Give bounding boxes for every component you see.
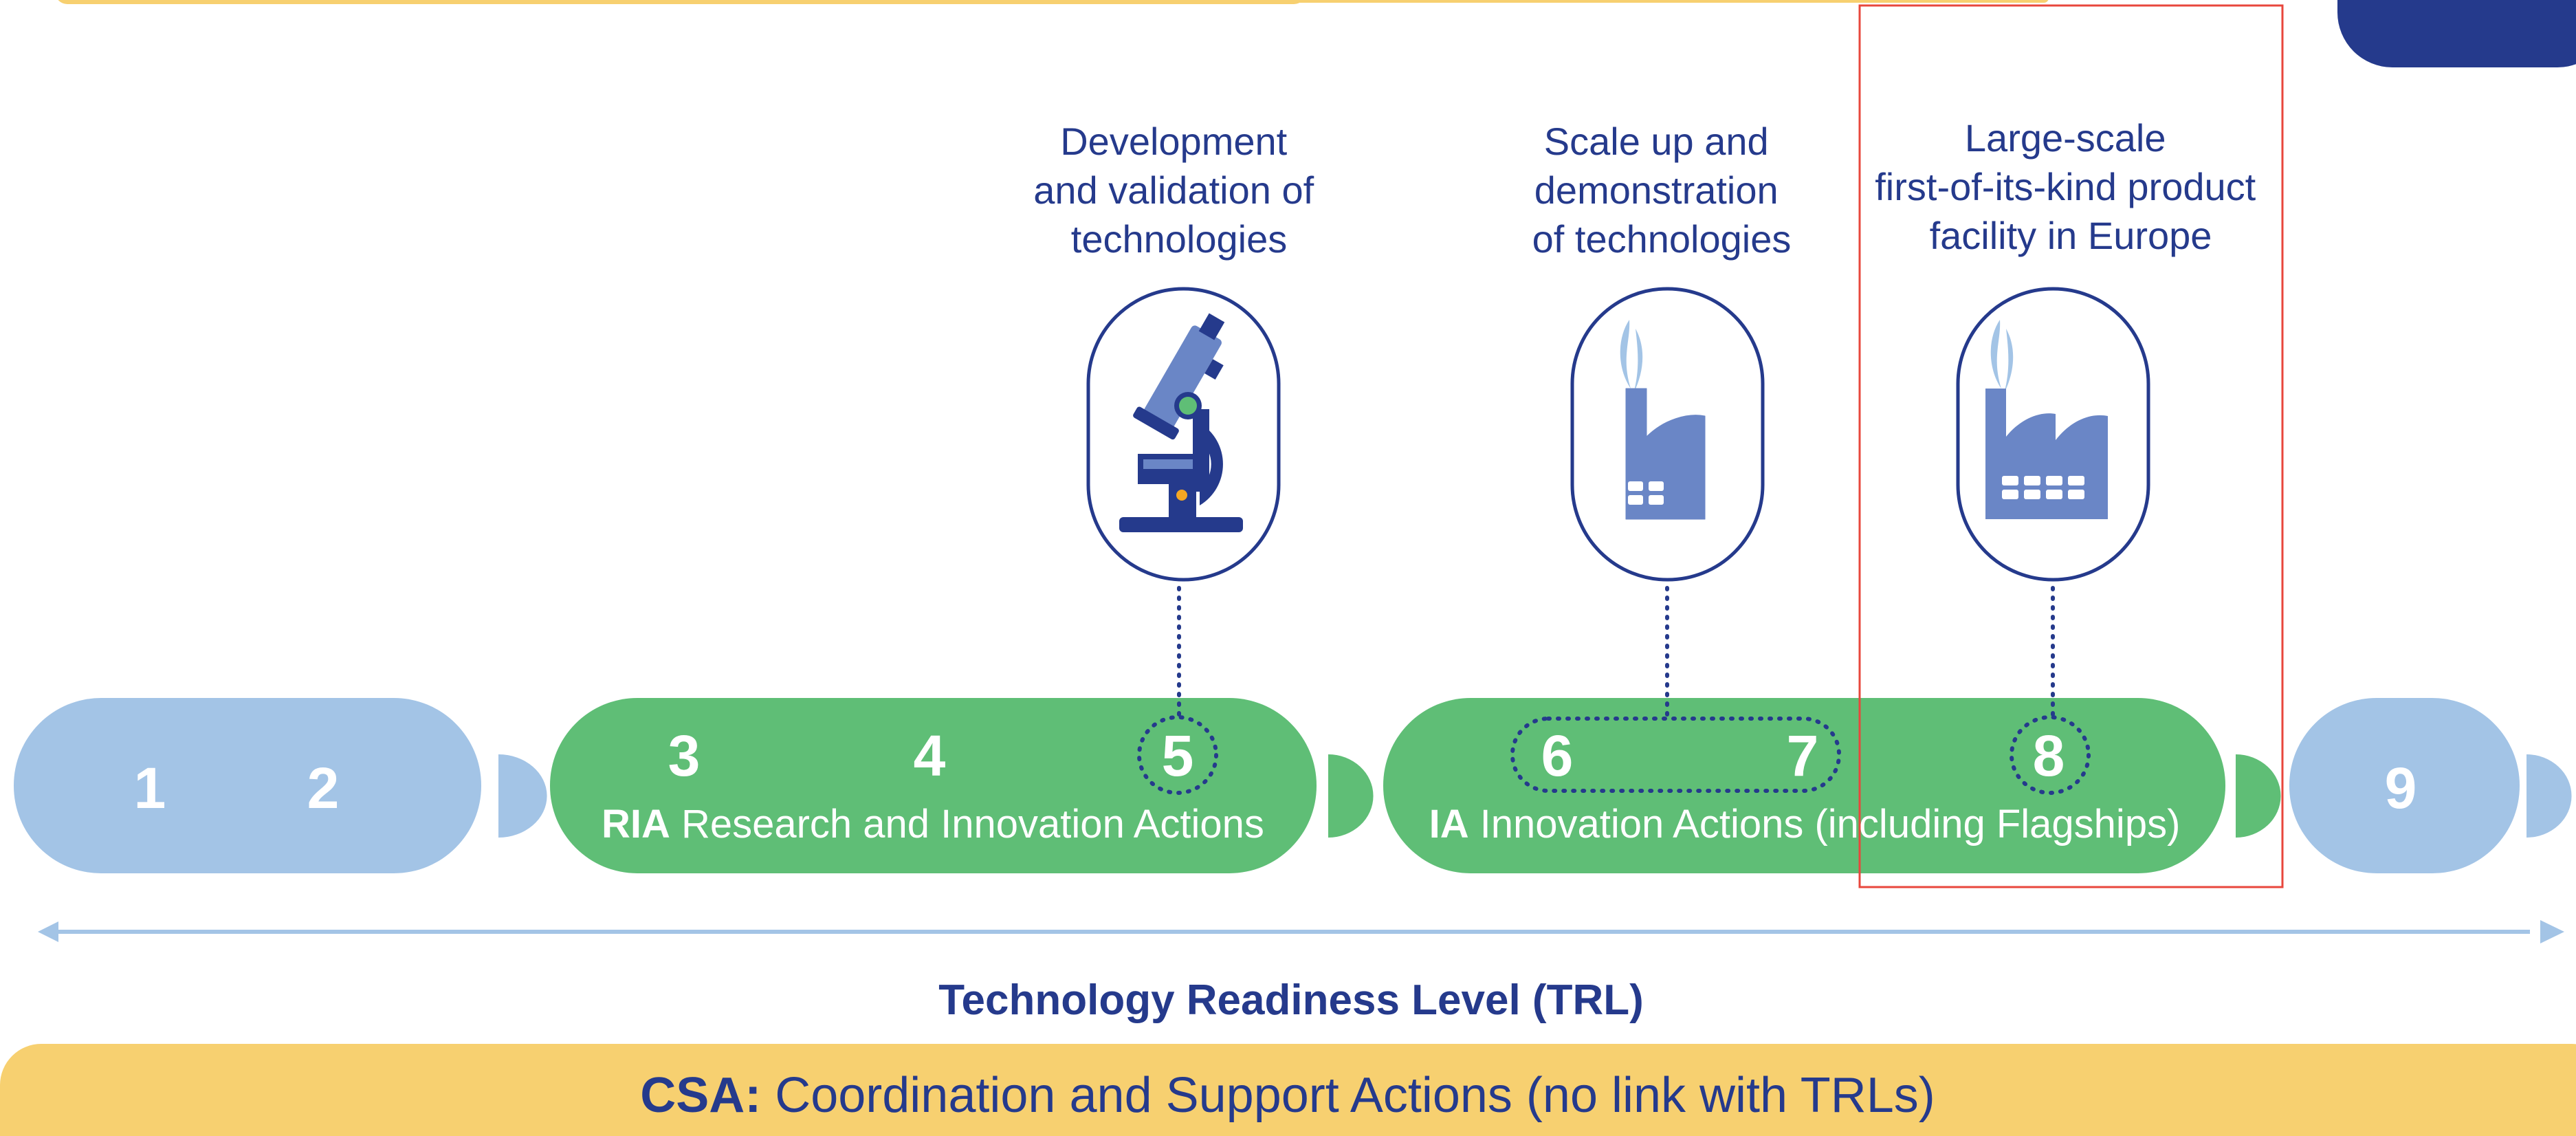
top-yellow-thin-strip	[1237, 0, 2049, 3]
csa-band	[0, 1044, 2576, 1136]
connector-tab-4	[2527, 754, 2572, 838]
csa-label: CSA: Coordination and Support Actions (no…	[640, 1068, 1935, 1123]
ia-text: Innovation Actions (including Flagships)	[1480, 802, 2181, 846]
ria-text: Research and Innovation Actions	[681, 802, 1264, 846]
stage-2-title: Scale up and demonstration of technologi…	[1532, 120, 1792, 261]
connector-tab-3	[2236, 754, 2281, 838]
trl-number: 8	[2033, 723, 2065, 788]
ria-abbr: RIA	[602, 802, 670, 846]
top-right-navy-tab	[2337, 0, 2576, 67]
trl-number: 6	[1541, 723, 1574, 788]
csa-abbr: CSA:	[640, 1068, 761, 1123]
highlight-frame	[1858, 4, 2284, 888]
trl-5-dotted-highlight	[1137, 715, 1218, 795]
trl-number: 4	[914, 723, 946, 788]
microscope-frame	[1086, 287, 1281, 582]
factory-large-icon	[1985, 320, 2108, 519]
trl-number: 9	[2385, 756, 2417, 820]
trl-number: 7	[1787, 723, 1819, 788]
connector-tab-1	[498, 754, 547, 838]
connector-tab-2	[1328, 754, 1374, 838]
trl-axis-arrow	[38, 920, 2564, 943]
trl-9-pill	[2289, 698, 2520, 873]
trl-8-dotted-highlight	[2010, 715, 2091, 795]
microscope-icon	[1119, 313, 1243, 532]
csa-text: Coordination and Support Actions (no lin…	[775, 1068, 1935, 1123]
stage-3-title: Large-scale first-of-its-kind product fa…	[1875, 116, 2267, 257]
top-yellow-strip	[58, 0, 1303, 4]
trl-number: 5	[1162, 723, 1194, 788]
trl-number: 1	[134, 756, 166, 820]
stage-1-title: Development and validation of technologi…	[1033, 120, 1324, 261]
trl-number: 2	[307, 756, 340, 820]
trl-number: 3	[668, 723, 701, 788]
trl-1-2-pill	[14, 698, 481, 873]
axis-title: Technology Readiness Level (TRL)	[938, 976, 1643, 1024]
ia-abbr: IA	[1429, 802, 1469, 846]
ria-pill	[550, 698, 1317, 873]
trl-6-7-dotted-highlight	[1510, 717, 1841, 793]
factory-small-icon	[1620, 320, 1706, 520]
